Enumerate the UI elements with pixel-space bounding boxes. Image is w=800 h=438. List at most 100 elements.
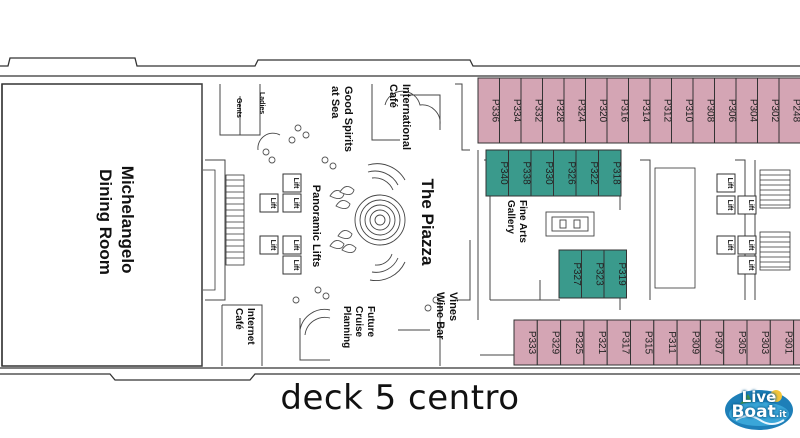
cabin: P340 — [485, 149, 509, 197]
cabin: P330 — [530, 149, 554, 197]
cabin: P307 — [699, 319, 725, 366]
deck-caption: deck 5 centro — [280, 378, 520, 418]
cabin-number: P312 — [661, 99, 672, 123]
lift-label: Lift — [292, 240, 299, 252]
cabin: P328 — [542, 77, 565, 144]
cabin: P302 — [757, 77, 780, 144]
logo-line1: Live — [741, 388, 777, 406]
logo-line2: Boat — [731, 402, 776, 422]
cabin-number: P338 — [520, 161, 531, 185]
lift-label: Lift — [292, 260, 299, 272]
cabin-number: P303 — [759, 331, 770, 355]
cabin-number: P308 — [704, 99, 715, 123]
lift: Lift — [716, 173, 736, 193]
ladies-label: Ladies — [258, 92, 265, 114]
cabins-inner-top: P340 P338 P330 P326 P322 P318 — [485, 149, 622, 197]
cabin: P308 — [692, 77, 715, 144]
logo-text: Live Boat.it — [722, 390, 796, 423]
dining-stairs — [203, 169, 245, 291]
liveboat-logo: Live Boat.it — [722, 382, 796, 432]
cabin: P316 — [606, 77, 629, 144]
cabin-number: P315 — [643, 331, 654, 355]
lift-label: Lift — [726, 178, 733, 190]
cabin: P326 — [553, 149, 577, 197]
lift: Lift — [716, 195, 736, 215]
cabin: P338 — [508, 149, 532, 197]
cabin-number: P318 — [610, 161, 621, 185]
cabin: P317 — [606, 319, 632, 366]
cabin: P247 — [793, 319, 800, 366]
cabin-number: P310 — [683, 99, 694, 123]
cabin-number: P320 — [597, 99, 608, 123]
cabin-number: P311 — [666, 331, 677, 354]
internet-cafe-label: Internet Café — [233, 308, 256, 347]
cabin: P320 — [585, 77, 608, 144]
lift-label: Lift — [269, 198, 276, 210]
cabin-number: P324 — [575, 99, 586, 123]
lift: Lift — [282, 255, 302, 275]
lift-label: Lift — [292, 198, 299, 210]
cabin: P314 — [628, 77, 651, 144]
cabin: P306 — [714, 77, 737, 144]
cabin: P319 — [603, 249, 627, 299]
gallery-display — [545, 211, 595, 237]
cabin-number: P322 — [588, 161, 599, 185]
vines-label: Vines Wine Bar — [434, 292, 459, 340]
cabin-number: P306 — [726, 99, 737, 123]
cabin-number: P329 — [549, 331, 560, 355]
cabin: P318 — [598, 149, 622, 197]
logo-suffix: .it — [775, 410, 787, 420]
lift: Lift — [737, 195, 757, 215]
good-spirits-label: Good Spirits at Sea — [329, 86, 354, 155]
cabin: P325 — [560, 319, 585, 366]
lift-label: Lift — [747, 240, 754, 252]
cabin-number: P304 — [747, 99, 758, 123]
cabin: P321 — [583, 319, 608, 366]
cabin: P333 — [513, 319, 538, 366]
gents-label: Gents — [235, 98, 242, 118]
cabin-number: P248 — [790, 99, 800, 123]
cabin-number: P323 — [593, 262, 604, 286]
cabin-number: P327 — [571, 262, 582, 286]
cabin-number: P333 — [526, 331, 537, 355]
cabin: P332 — [520, 77, 543, 144]
cabin-number: P328 — [554, 99, 565, 123]
cabin: P304 — [735, 77, 758, 144]
lift: Lift — [259, 193, 279, 213]
cabin: P312 — [649, 77, 672, 144]
future-cruise-label: Future Cruise Planning — [341, 306, 376, 348]
dining-room-area — [1, 83, 203, 367]
cabin: P324 — [563, 77, 586, 144]
lift: Lift — [282, 173, 302, 193]
cabin: P305 — [723, 319, 748, 366]
cabin: P311 — [653, 319, 678, 366]
piazza-label: The Piazza — [418, 179, 437, 266]
cabin-number: P309 — [689, 331, 700, 355]
cabin-number: P334 — [511, 99, 522, 123]
dining-room-label: Michelangelo Dining Room — [96, 166, 137, 278]
cabin-number: P326 — [565, 161, 576, 185]
lift-label: Lift — [269, 240, 276, 252]
cabin-number: P305 — [736, 331, 747, 355]
lift: Lift — [716, 235, 736, 255]
cabin-number: P301 — [782, 331, 793, 355]
cabin-number: P314 — [640, 99, 651, 123]
fine-arts-label: Fine Arts Gallery — [505, 200, 528, 246]
lift-label: Lift — [726, 240, 733, 252]
aft-stairs — [654, 167, 791, 289]
cabin-number: P317 — [619, 331, 630, 355]
cabin-number: P330 — [543, 161, 554, 185]
lift: Lift — [282, 235, 302, 255]
cabin: P322 — [575, 149, 599, 197]
cabin-number: P321 — [596, 331, 607, 355]
cabin-number: P302 — [769, 99, 780, 123]
lift: Lift — [259, 235, 279, 255]
lift-label: Lift — [726, 200, 733, 212]
cabin-number: P340 — [498, 161, 509, 185]
international-cafe-label: International Café — [387, 84, 412, 153]
lift: Lift — [737, 235, 757, 255]
cabin-number: P307 — [713, 331, 724, 355]
cabin: P336 — [477, 77, 500, 144]
